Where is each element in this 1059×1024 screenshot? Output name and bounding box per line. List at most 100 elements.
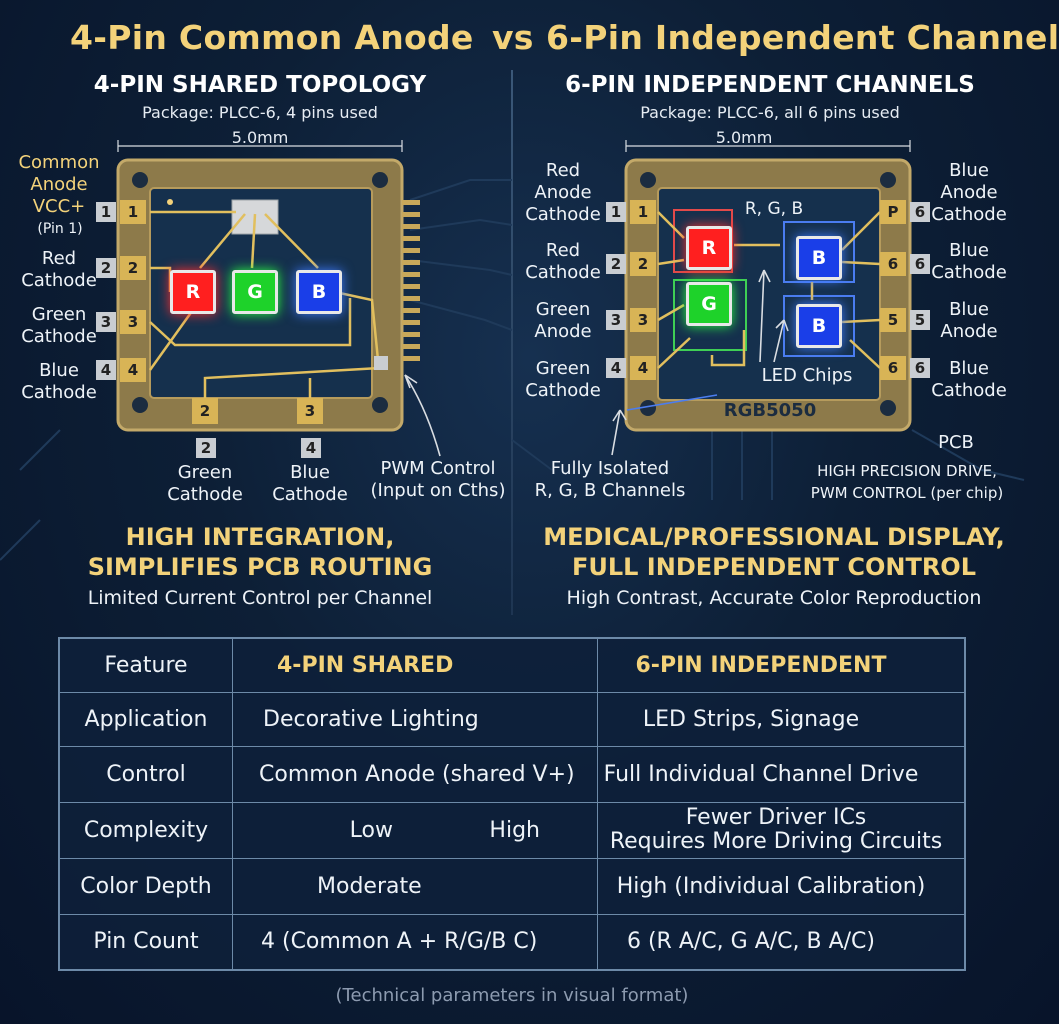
right-heading: 6-PIN INDEPENDENT CHANNELS: [565, 72, 975, 98]
header-shared: 4-PIN SHARED: [232, 637, 598, 693]
right-chip-green: G: [686, 282, 732, 326]
right-pin1-label: Red Anode Cathode: [525, 160, 601, 225]
left-chip-green: G: [232, 270, 278, 314]
left-verdict-sub: Limited Current Control per Channel: [87, 587, 433, 609]
right-pin4-label: Green Cathode: [525, 358, 601, 401]
left-pin1-note: (Pin 1): [37, 221, 83, 237]
right-part-label: RGB5050: [723, 400, 817, 421]
row-shared-extra: High: [489, 817, 540, 843]
row-independent: 6 (R A/C, G A/C, B A/C): [597, 913, 966, 971]
right-left-inner-pin-1: 1: [630, 200, 656, 224]
row-feature: Pin Count: [58, 913, 233, 971]
comparison-table: Feature 4-PIN SHARED 6-PIN INDEPENDENT A…: [58, 637, 966, 971]
row-feature: Control: [58, 745, 233, 803]
right-right-outer-pin-6a: 6: [910, 202, 930, 222]
right-led-chips-label: LED Chips: [761, 365, 853, 386]
left-chip-red: R: [170, 270, 216, 314]
table-header-row: Feature 4-PIN SHARED 6-PIN INDEPENDENT: [58, 637, 966, 693]
right-pin6c-label: Blue Cathode: [931, 358, 1007, 401]
title-row: 4-Pin Common Anode vs 6-Pin Independent …: [0, 18, 1059, 68]
row-independent: High (Individual Calibration): [597, 857, 966, 915]
right-dimension-label: 5.0mm: [715, 128, 773, 147]
header-feature: Feature: [58, 637, 233, 693]
footnote: (Technical parameters in visual format): [335, 985, 689, 1006]
right-left-inner-pin-4: 4: [630, 356, 656, 380]
row-independent: LED Strips, Signage: [597, 691, 966, 747]
header-independent-text: 6-PIN INDEPENDENT: [635, 652, 887, 678]
right-isolated-label: Fully Isolated R, G, B Channels: [534, 458, 686, 501]
table-row: Application Decorative Lighting LED Stri…: [58, 691, 966, 747]
row-independent: Fewer Driver ICs Requires More Driving C…: [597, 801, 966, 859]
right-rgb-label: R, G, B: [744, 199, 804, 219]
left-inner-pin-2: 2: [120, 256, 146, 280]
left-pin2-label: Red Cathode: [21, 248, 97, 291]
row-feature: Application: [58, 691, 233, 747]
row-feature: Color Depth: [58, 857, 233, 915]
right-package: Package: PLCC-6, all 6 pins used: [640, 103, 900, 122]
left-chip-blue: B: [296, 270, 342, 314]
header-shared-text: 4-PIN SHARED: [277, 652, 454, 678]
left-bottom-outer-pin-2: 2: [196, 438, 216, 458]
left-inner-pin-4: 4: [120, 358, 146, 382]
left-pwm-label: PWM Control (Input on Cths): [370, 458, 506, 501]
left-outer-pin-1: 1: [96, 202, 116, 222]
right-left-outer-pin-1: 1: [606, 202, 626, 222]
right-pin6b-label: Blue Cathode: [931, 240, 1007, 283]
right-chip-red: R: [686, 226, 732, 270]
right-right-inner-pin-6a: 6: [880, 252, 906, 276]
left-verdict: HIGH INTEGRATION, SIMPLIFIES PCB ROUTING: [87, 523, 433, 581]
title-vs: vs: [492, 18, 534, 57]
right-pin6a-label: Blue Anode Cathode: [931, 160, 1007, 225]
left-bottom-outer-pin-4: 4: [301, 438, 321, 458]
row-shared: Moderate: [232, 857, 598, 915]
title-right: 6-Pin Independent Channel: [546, 18, 1059, 57]
right-verdict-sub: High Contrast, Accurate Color Reproducti…: [566, 587, 982, 609]
left-outer-pin-3: 3: [96, 312, 116, 332]
left-pin3-label: Green Cathode: [21, 304, 97, 347]
right-left-outer-pin-3: 3: [606, 310, 626, 330]
left-package: Package: PLCC-6, 4 pins used: [142, 103, 378, 122]
left-pin4-label: Blue Cathode: [21, 360, 97, 403]
right-right-outer-pin-6c: 6: [910, 358, 930, 378]
right-right-inner-pin-5: 5: [880, 308, 906, 332]
table-row: Control Common Anode (shared V+) Full In…: [58, 745, 966, 803]
right-right-outer-pin-5: 5: [910, 310, 930, 330]
table-row: Pin Count 4 (Common A + R/G/B C) 6 (R A/…: [58, 913, 966, 971]
panel-divider: [511, 70, 513, 615]
left-outer-pin-2: 2: [96, 258, 116, 278]
left-inner-pin-1: 1: [120, 200, 146, 224]
right-pin2-label: Red Cathode: [525, 240, 601, 283]
right-drive-label: HIGH PRECISION DRIVE, PWM CONTROL (per c…: [810, 462, 1004, 502]
right-pcb-label: PCB: [938, 432, 974, 453]
left-heading: 4-PIN SHARED TOPOLOGY: [93, 72, 427, 98]
left-bottom-inner-pin-2: 2: [192, 398, 218, 424]
row-feature: Complexity: [58, 801, 233, 859]
right-right-outer-pin-6b: 6: [910, 254, 930, 274]
right-left-outer-pin-4: 4: [606, 358, 626, 378]
right-pin5-label: Blue Anode: [940, 299, 998, 342]
row-shared-cell: Low High: [232, 801, 598, 859]
table-row: Complexity Low High Fewer Driver ICs Req…: [58, 801, 966, 859]
right-right-inner-pin-p: P: [880, 200, 906, 224]
header-independent: 6-PIN INDEPENDENT: [597, 637, 966, 693]
left-pin1-label: Common Anode VCC+: [18, 152, 100, 217]
row-independent: Full Individual Channel Drive: [597, 745, 966, 803]
right-left-outer-pin-2: 2: [606, 254, 626, 274]
right-chip-blue-2: B: [796, 304, 842, 348]
left-green-cathode-label: Green Cathode: [167, 462, 243, 505]
row-shared: Low: [349, 817, 393, 843]
left-inner-pin-3: 3: [120, 310, 146, 334]
right-left-inner-pin-3: 3: [630, 308, 656, 332]
row-shared: Decorative Lighting: [232, 691, 598, 747]
right-pin3-label: Green Anode: [534, 299, 592, 342]
right-right-inner-pin-6b: 6: [880, 356, 906, 380]
left-outer-pin-4: 4: [96, 360, 116, 380]
right-chip-blue-1: B: [796, 236, 842, 280]
left-dimension-label: 5.0mm: [231, 128, 289, 147]
right-left-inner-pin-2: 2: [630, 252, 656, 276]
table-row: Color Depth Moderate High (Individual Ca…: [58, 857, 966, 915]
right-verdict: MEDICAL/PROFESSIONAL DISPLAY, FULL INDEP…: [543, 523, 1005, 581]
left-bottom-inner-pin-3: 3: [297, 398, 323, 424]
row-shared: 4 (Common A + R/G/B C): [232, 913, 598, 971]
title-left: 4-Pin Common Anode: [70, 18, 474, 57]
